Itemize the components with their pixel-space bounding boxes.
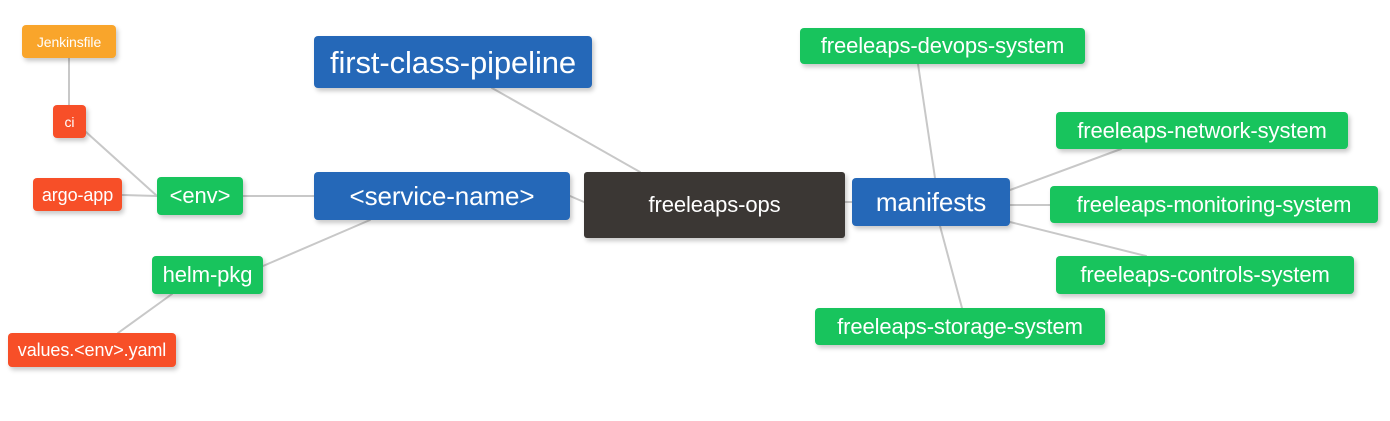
mindmap-node-first-class-pipeline[interactable]: first-class-pipeline [314,36,592,88]
mindmap-node-label: helm-pkg [162,262,253,287]
edge-argo-app-to-env [121,194,158,197]
mindmap-node-ci[interactable]: ci [53,105,86,138]
mindmap-node-service-name[interactable]: <service-name> [314,172,570,220]
edge-manifests-to-network-system [1009,148,1122,191]
mindmap-node-label: freeleaps-controls-system [1080,262,1330,287]
mindmap-node-label: freeleaps-network-system [1077,117,1327,143]
mindmap-node-label: manifests [875,187,987,217]
mindmap-node-label: Jenkinsfile [36,33,102,50]
edge-manifests-to-storage-system [939,225,963,309]
mindmap-node-network-system[interactable]: freeleaps-network-system [1056,112,1348,149]
mindmap-node-label: freeleaps-monitoring-system [1076,191,1352,217]
mindmap-node-label: freeleaps-ops [648,192,781,217]
mindmap-node-storage-system[interactable]: freeleaps-storage-system [815,308,1105,345]
mindmap-node-devops-system[interactable]: freeleaps-devops-system [800,28,1085,64]
mindmap-node-label: values.<env>.yaml [17,340,167,360]
edge-first-class-pipeline-to-freeleaps-ops [491,87,641,173]
mindmap-node-env[interactable]: <env> [157,177,243,215]
mindmap-node-label: first-class-pipeline [329,44,577,80]
mindmap-node-jenkinsfile[interactable]: Jenkinsfile [22,25,116,58]
mindmap-node-label: argo-app [41,184,114,205]
mindmap-node-label: freeleaps-devops-system [820,33,1065,58]
mindmap-node-controls-system[interactable]: freeleaps-controls-system [1056,256,1354,294]
edge-manifests-to-devops-system [917,63,936,179]
mindmap-node-label: <env> [169,183,231,208]
mindmap-node-manifests[interactable]: manifests [852,178,1010,226]
mindmap-node-argo-app[interactable]: argo-app [33,178,122,211]
mindmap-node-monitoring-system[interactable]: freeleaps-monitoring-system [1050,186,1378,223]
edge-manifests-to-controls-system [1009,221,1147,257]
mindmap-node-freeleaps-ops[interactable]: freeleaps-ops [584,172,845,238]
mindmap-node-label: freeleaps-storage-system [837,313,1083,339]
mindmap-node-helm-pkg[interactable]: helm-pkg [152,256,263,294]
edge-service-name-to-freeleaps-ops [569,195,585,203]
edge-helm-pkg-to-service-name [262,219,371,267]
mindmap-node-label: <service-name> [349,181,535,211]
mindmap-node-label: ci [64,113,75,130]
edge-values-yaml-to-helm-pkg [117,293,173,334]
mindmap-node-values-yaml[interactable]: values.<env>.yaml [8,333,176,367]
